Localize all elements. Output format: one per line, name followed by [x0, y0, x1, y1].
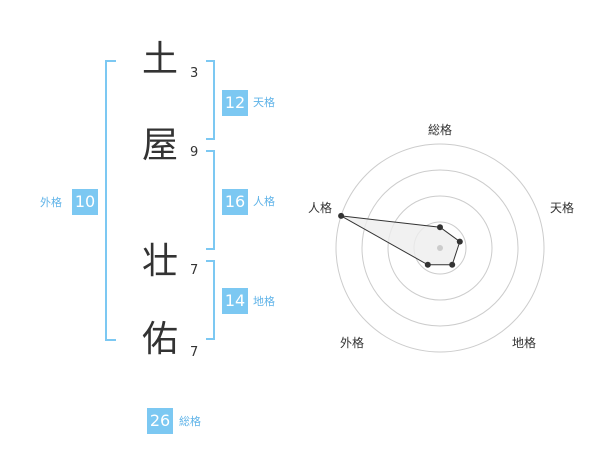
radar-point-1 — [456, 238, 463, 245]
name-char-1: 土 — [141, 39, 178, 80]
radar-rings — [335, 143, 545, 353]
name-char-2: 屋 — [141, 125, 178, 166]
radar-center-dot — [437, 245, 443, 251]
chikaku-bracket — [206, 260, 215, 340]
tenkaku-badge: 12 — [222, 90, 248, 116]
radar-points — [338, 212, 463, 268]
stroke-count-3: 7 — [190, 263, 199, 278]
tenkaku-bracket — [206, 60, 215, 140]
radar-polygon — [340, 215, 461, 266]
radar-ring-4 — [335, 143, 545, 353]
stroke-count-2: 9 — [190, 145, 199, 160]
gaikaku-label: 外格 — [40, 196, 62, 209]
name-char-3: 壮 — [141, 241, 178, 282]
radar-point-3 — [424, 261, 431, 268]
radar-point-2 — [449, 261, 456, 268]
soukaku-badge: 26 — [147, 408, 173, 434]
gaikaku-badge: 10 — [72, 189, 98, 215]
name-char-4: 佑 — [141, 319, 178, 360]
jinkaku-label: 人格 — [253, 195, 275, 208]
stroke-count-1: 3 — [190, 66, 199, 81]
soukaku-label: 総格 — [179, 415, 201, 428]
chikaku-label: 地格 — [253, 295, 275, 308]
radar-axis-label-chikaku: 地格 — [511, 336, 536, 350]
radar-ring-2 — [387, 195, 493, 301]
radar-point-0 — [437, 224, 443, 231]
radar-axis-label-jinkaku: 人格 — [307, 201, 332, 215]
radar-axis-label-gaikaku: 外格 — [339, 336, 364, 350]
radar-axis-label-tenkaku: 天格 — [549, 201, 574, 215]
radar-ring-3 — [361, 169, 519, 327]
jinkaku-bracket — [206, 150, 215, 250]
tenkaku-label: 天格 — [253, 96, 275, 109]
gaikaku-bracket — [105, 60, 116, 341]
stroke-count-4: 7 — [190, 345, 199, 360]
radar-point-4 — [338, 212, 345, 219]
radar-axis-label-soukaku: 総格 — [427, 123, 452, 137]
chikaku-badge: 14 — [222, 288, 248, 314]
jinkaku-badge: 16 — [222, 189, 248, 215]
